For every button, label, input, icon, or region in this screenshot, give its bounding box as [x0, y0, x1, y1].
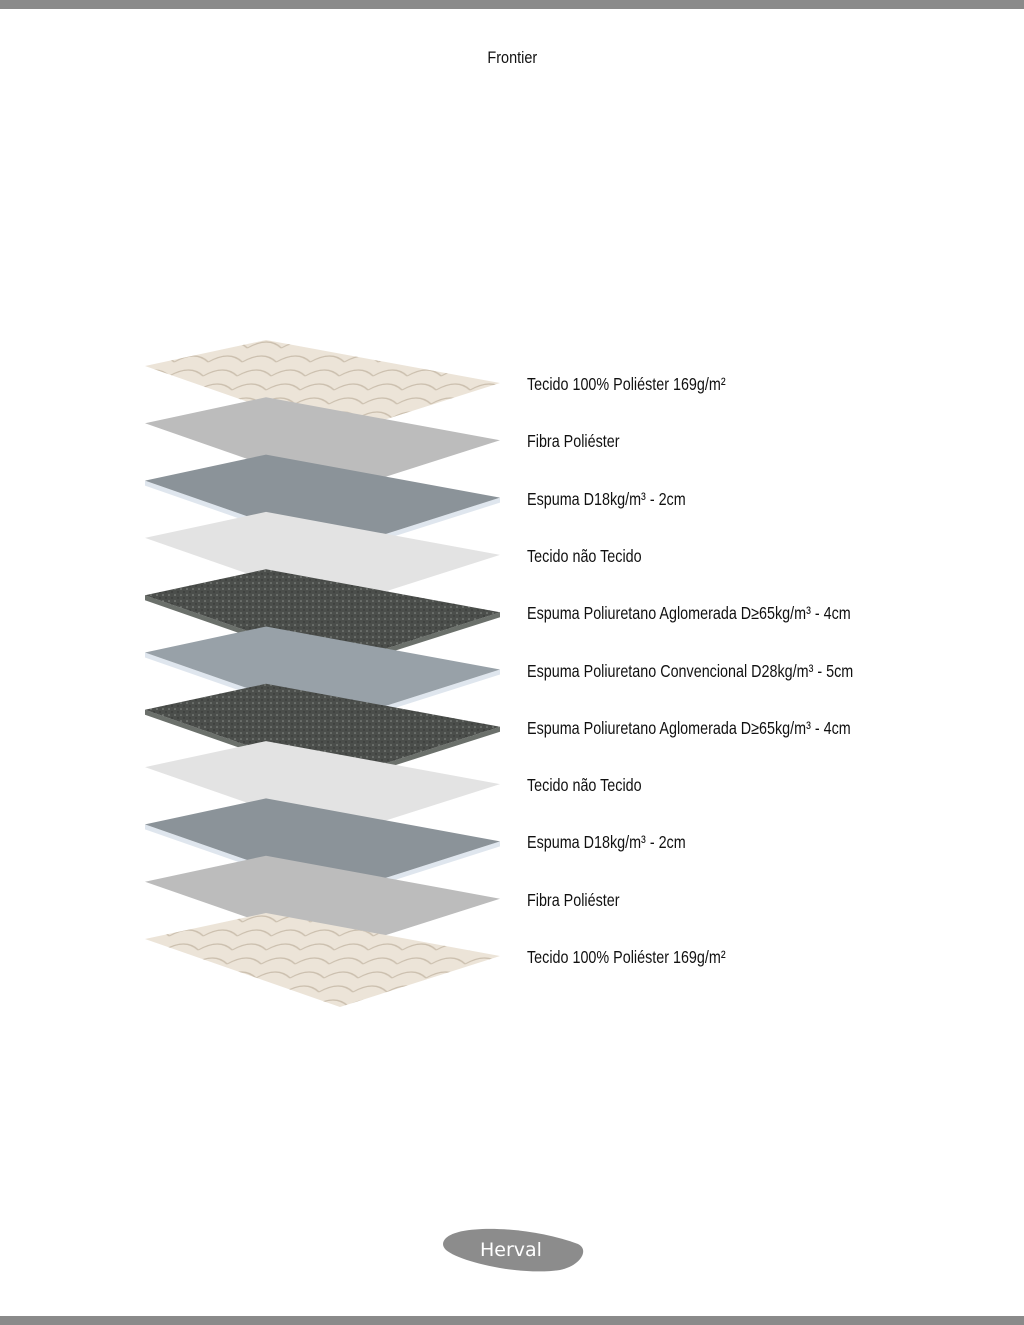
page-title: Frontier	[487, 48, 537, 67]
layer-foam	[145, 454, 500, 554]
layer-label: Espuma D18kg/m³ - 2cm	[527, 488, 686, 509]
layer-label: Fibra Poliéster	[527, 889, 620, 910]
bottom-border	[0, 1316, 1024, 1325]
layer-agglomerate	[145, 683, 500, 783]
layer-fiber	[145, 855, 500, 950]
layer-quilted	[145, 340, 500, 434]
layer-label: Tecido 100% Poliéster 169g/m²	[527, 947, 726, 967]
layer-nonwoven	[145, 511, 500, 606]
layer-quilted	[145, 913, 500, 1007]
layer-foam	[145, 798, 500, 898]
layer-label: Tecido não Tecido	[527, 775, 642, 796]
layer-label: Tecido não Tecido	[527, 545, 642, 566]
layer-label: Espuma D18kg/m³ - 2cm	[527, 832, 686, 853]
layer-agglomerate	[145, 569, 500, 669]
herval-logo: Herval	[443, 1228, 584, 1272]
layer-label: Tecido 100% Poliéster 169g/m²	[527, 374, 726, 394]
top-border	[0, 0, 1024, 9]
svg-text:Herval: Herval	[480, 1239, 542, 1261]
layer-label: Espuma Poliuretano Aglomerada D≥65kg/m³ …	[527, 603, 851, 624]
layer-label: Espuma Poliuretano Convencional D28kg/m³…	[527, 660, 854, 681]
layer-label: Espuma Poliuretano Aglomerada D≥65kg/m³ …	[527, 717, 851, 738]
layer-label: Fibra Poliéster	[527, 431, 620, 452]
layer-foam	[145, 626, 500, 726]
layer-fiber	[145, 397, 500, 492]
layer-nonwoven	[145, 741, 500, 836]
